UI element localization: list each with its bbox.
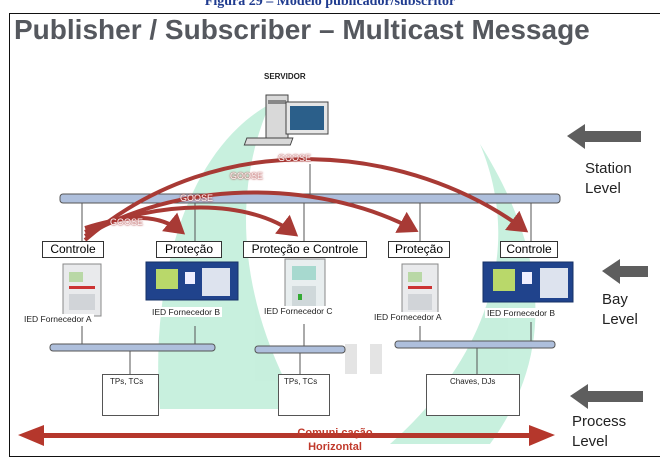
horizontal-label-line1: Comuni cação [297,427,373,439]
process-box-label: TPs, TCs [110,377,144,386]
bay-box-controle: Controle [42,241,104,258]
diagram-slide: Publisher / Subscriber – Multicast Messa… [9,13,660,457]
process-box-chaves-djs [426,374,520,416]
server-computer-icon [243,94,329,146]
process-level-text: Process Level [572,413,627,450]
process-bus-3 [394,340,556,349]
horizontal-communication-label: Comuni cação Horizontal [260,426,410,454]
ied-device-icon-5 [482,261,574,303]
bay-box-protecao: Proteção [156,241,222,258]
bay-box-controle: Controle [500,241,558,258]
ied-label: IED Fornecedor B [485,308,558,318]
figure-caption: Figura 29 – Modelo publicador/subscritor [204,0,456,9]
goose-label: GOOSE [278,153,312,163]
server-label: SERVIDOR [264,72,306,81]
ied-device-icon-2 [145,261,239,301]
process-level-label: Process Level [572,412,642,452]
goose-label: GOOSE [110,217,144,227]
goose-label: GOOSE [180,193,214,203]
station-level-text: Station Level [585,160,632,197]
station-level-label: Station Level [585,159,645,199]
process-box-tps-tcs [102,374,159,416]
ied-label: IED Fornecedor B [150,307,223,317]
horizontal-label-line2: Horizontal [308,441,362,453]
process-box-label: TPs, TCs [284,377,318,386]
bay-level-label: Bay Level [602,290,647,330]
ied-label: IED Fornecedor C [262,306,335,316]
bay-box-protecao: Proteção [388,241,450,258]
watermark-logo [158,104,536,444]
process-level-arrow-icon [570,384,643,409]
process-bus-2 [254,345,346,354]
bay-level-arrow-icon [602,259,648,284]
ied-label: IED Fornecedor A [22,314,94,324]
goose-arrows [83,157,529,242]
process-box-tps-tcs [278,374,330,416]
ied-device-icon-1 [62,263,102,317]
bay-level-text: Bay Level [602,291,638,328]
goose-label: GOOSE [230,171,264,181]
ied-label: IED Fornecedor A [372,312,444,322]
process-bus-1 [49,343,216,352]
diagram-canvas [18,94,648,446]
horizontal-comm-arrow [18,425,555,446]
diagram-title: Publisher / Subscriber – Multicast Messa… [14,14,590,45]
station-level-arrow-icon [567,124,641,149]
bay-box-protecao-controle: Proteção e Controle [243,241,367,258]
ied-device-icon-4 [401,263,439,317]
process-box-label: Chaves, DJs [450,377,496,386]
